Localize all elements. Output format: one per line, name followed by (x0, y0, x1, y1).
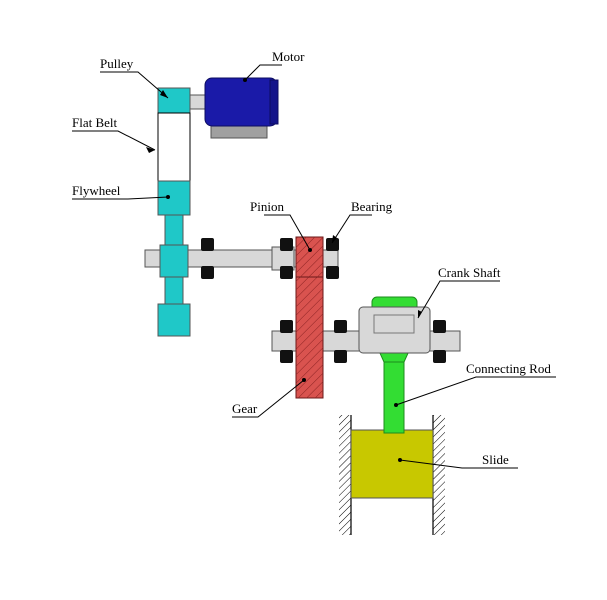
gear-hatch (296, 277, 323, 398)
label-motor: Motor (272, 49, 305, 64)
guide-wall-left-hatch (339, 415, 351, 535)
connecting-rod (383, 354, 405, 434)
motor-body (204, 77, 278, 127)
motor-shaft (189, 94, 208, 110)
label-flywheel: Flywheel (72, 183, 121, 198)
nut-icon (326, 266, 339, 279)
nut-icon (280, 320, 293, 333)
guide-wall-right-hatch (433, 415, 445, 535)
pinion-hatch (296, 237, 323, 277)
label-gear: Gear (232, 401, 258, 416)
pulley-assembly (157, 87, 191, 337)
nut-icon (280, 266, 293, 279)
nut-icon (334, 320, 347, 333)
label-bearing: Bearing (351, 199, 393, 214)
flywheel-neck-upper (164, 214, 184, 246)
nut-icon (280, 350, 293, 363)
flywheel-lower (157, 303, 191, 337)
nut-icon (280, 238, 293, 251)
motor-fins (269, 79, 279, 125)
label-connecting-rod: Connecting Rod (466, 361, 551, 376)
shaft-left-end (144, 249, 161, 268)
label-pinion: Pinion (250, 199, 284, 214)
gear-train (295, 236, 324, 399)
crank-pin-inner (373, 314, 415, 334)
label-pulley: Pulley (100, 56, 134, 71)
slide (350, 429, 434, 499)
flywheel-neck-lower (164, 276, 184, 305)
nut-icon (433, 320, 446, 333)
slide-guides (339, 415, 445, 535)
nut-icon (201, 238, 214, 251)
motor (189, 77, 279, 139)
label-crank-shaft: Crank Shaft (438, 265, 501, 280)
nut-icon (326, 238, 339, 251)
label-flat-belt: Flat Belt (72, 115, 118, 130)
nut-icon (433, 350, 446, 363)
flywheel-upper (157, 180, 191, 216)
leader-dots (146, 78, 422, 462)
flywheel-hub (159, 244, 189, 278)
leader-lines (72, 64, 556, 469)
label-slide: Slide (482, 452, 509, 467)
flat-belt (157, 112, 191, 182)
nut-icon (334, 350, 347, 363)
nut-icon (201, 266, 214, 279)
crank-assembly (358, 296, 431, 434)
labels: Pulley Motor Flat Belt Flywheel Pinion B… (72, 49, 551, 467)
